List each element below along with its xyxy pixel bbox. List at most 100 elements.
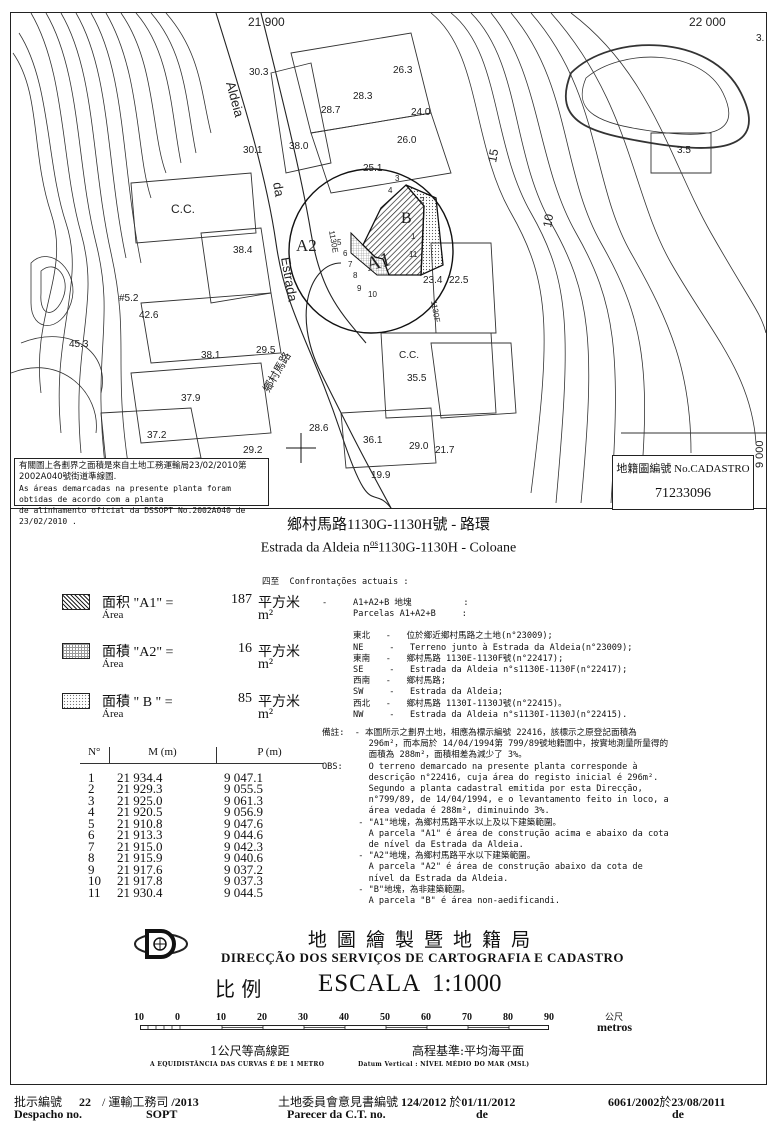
scale-tick-label: 10: [216, 1012, 226, 1023]
elevation: 45.3: [69, 339, 89, 350]
road-edges: [215, 13, 392, 508]
parcel-label-a2: A2: [296, 236, 317, 255]
point-number: 5: [88, 815, 95, 831]
scale-tick-label: 40: [339, 1012, 349, 1023]
despacho-zh: 批示編號: [14, 1095, 63, 1109]
confrontation-line: 東北 - 位於鄉近鄉村馬路之土地(n°23009);: [322, 631, 553, 642]
sopt-zh: / 運輸工務司: [102, 1095, 169, 1109]
confrontations-heading: 四至 Confrontações actuais :: [262, 577, 409, 587]
title-pt-suffix: 1130G-1130H - Coloane: [378, 540, 517, 556]
scale-label-zh: 比 例: [215, 977, 262, 1001]
note-zh: 有關圖上各劃界之面積是來自土地工務運輸局23/02/2010第2002A040號…: [19, 461, 247, 482]
scale-tick-label: 50: [380, 1012, 390, 1023]
header-m: M (m): [109, 746, 217, 764]
area-source-note: 有關圖上各劃界之面積是來自土地工務運輸局23/02/2010第2002A040號…: [14, 458, 269, 526]
scale-tick-label: 30: [298, 1012, 308, 1023]
confrontation-line: 西北 - 鄉村馬路 1130I-1130J號(n°22415)。: [322, 698, 567, 709]
map-label: C.C.: [171, 202, 195, 216]
cadastro-box: 地籍圖編號 No.CADASTRO 71233096: [612, 455, 754, 510]
coord-p: 9 044.6: [224, 827, 263, 842]
coord-m: 21 934.4: [117, 769, 163, 785]
hatch-swatch: [62, 594, 90, 610]
parcel-a2: [350, 231, 390, 276]
coord-p: 9 044.5: [224, 884, 263, 900]
confrontation-line: NW - Estrada da Aldeia n°s1130I-1130J(n°…: [322, 709, 628, 720]
legend-unit-zh: 平方米: [258, 645, 300, 660]
point-number: 11: [88, 884, 101, 900]
coord-m: 21 925.0: [117, 792, 163, 808]
despacho-year: /2013: [171, 1095, 199, 1109]
point-number: 1: [88, 769, 95, 785]
elevation: 38.1: [201, 350, 221, 361]
elevation: 37.9: [181, 393, 201, 404]
agency-name-pt: DIRECÇÃO DOS SERVIÇOS DE CARTOGRAFIA E C…: [220, 950, 625, 965]
scale-tick-label: 80: [503, 1012, 513, 1023]
road-name: Aldeia: [223, 80, 247, 120]
elevation: 28.6: [309, 423, 329, 434]
legend-value: 16: [238, 641, 252, 656]
contour-pt: A EQUIDISTÂNCIA DAS CURVAS É DE 1 METRO: [150, 1061, 325, 1068]
scale-tick-label: 90: [544, 1012, 554, 1023]
coord-p: 9 037.3: [224, 873, 263, 888]
elevation: 24.0: [411, 107, 431, 118]
elevation: 21.7: [435, 445, 455, 456]
confrontation-line: SE - Estrada da Aldeia n°s1130E-1130F(n°…: [322, 665, 628, 676]
title-pt-sup: os: [370, 538, 379, 548]
header-p: P (m): [216, 746, 323, 764]
grid-label: 22 000: [689, 15, 726, 29]
legend-sub: Área: [102, 609, 124, 621]
road-name: da: [270, 181, 287, 199]
coord-m: 21 917.8: [117, 873, 163, 888]
agency-name-zh: 地 圖 繪 製 暨 地 籍 局: [307, 929, 533, 951]
scale-unit-zh: 公尺: [605, 1013, 624, 1023]
observation-line: A parcela "B" é área non-aedificandi.: [322, 896, 560, 907]
confrontation-line: [322, 620, 632, 631]
coord-m: 21 930.4: [117, 884, 163, 900]
parcel-b: [405, 184, 444, 277]
parecer-zh: 土地委員會意見書編號: [278, 1095, 399, 1109]
scale-tick-label: 10: [134, 1012, 144, 1023]
at-zh: 於: [449, 1095, 462, 1109]
elevation: 35.5: [407, 373, 427, 384]
title-pt-prefix: Estrada da Aldeia n: [260, 540, 371, 556]
coord-m: 21 910.8: [117, 815, 163, 831]
observation-line: Segundo a planta cadastral emitida por e…: [322, 784, 643, 795]
lot-label: 1130F: [429, 300, 442, 323]
footer-process: 6061/2002於23/08/2011: [608, 1093, 725, 1110]
footer-parecer: 土地委員會意見書編號 124/2012 於01/11/2012: [278, 1093, 515, 1110]
point-label: 3: [395, 174, 400, 183]
point-label: 7: [348, 260, 353, 269]
point-label: 2: [420, 196, 425, 205]
observation-line: 296m²，而本局於 14/04/1994第 799/89號地籍圖中，按實地測量…: [322, 739, 669, 750]
point-label: 5: [337, 238, 342, 247]
elevation: 25.1: [363, 163, 383, 174]
confrontation-line: 西南 - 鄉村馬路;: [322, 676, 446, 687]
cadastro-number: 71233096: [655, 486, 711, 501]
de-2: de: [672, 1107, 684, 1121]
legend-unit-zh: 平方米: [258, 695, 300, 710]
coord-p: 9 037.2: [224, 861, 263, 877]
confrontation-line: SW - Estrada da Aldeia;: [322, 687, 504, 698]
observations: 備註: - 本圖所示之劃界土地，相應為標示編號 22416，該標示之原登記面積為…: [322, 728, 669, 907]
despacho-number: 22: [79, 1095, 92, 1109]
road-name: 鄉村馬路: [259, 349, 293, 394]
point-number: 8: [88, 850, 95, 865]
sopt-pt: SOPT: [146, 1107, 178, 1121]
dots-swatch: [62, 693, 90, 709]
elevation: 38.4: [233, 245, 253, 256]
legend-label: 面积 "A1" =: [102, 596, 174, 611]
legend-b: 面積 " B " = Área 85 平方米 m²: [62, 691, 300, 725]
table-row: 11 21 930.4 9 044.5: [80, 884, 323, 900]
observation-line: nível da Estrada da Aldeia.: [322, 873, 509, 884]
coord-m: 21 920.5: [117, 804, 163, 819]
cadastro-label: 地籍圖編號 No.CADASTRO: [616, 463, 750, 475]
observation-line: 備註: - 本圖所示之劃界土地，相應為標示編號 22416，該標示之原登記面積為: [322, 728, 637, 738]
datum-zh: 高程基準:平均海平面: [412, 1044, 525, 1058]
elevation: 30.3: [249, 67, 269, 78]
confrontation-line: NE - Terreno junto à Estrada da Aldeia(n…: [322, 642, 633, 653]
